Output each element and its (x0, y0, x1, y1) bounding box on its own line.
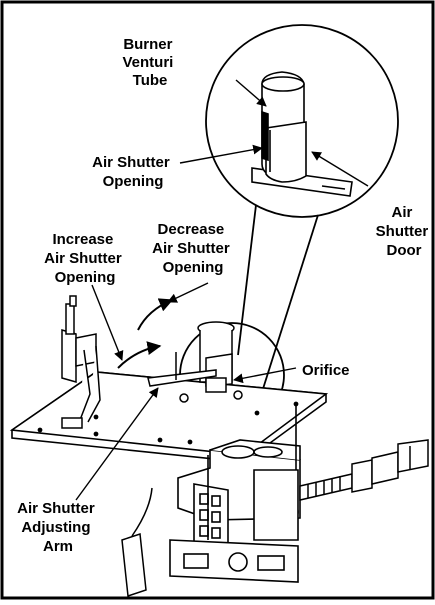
burner-tube (147, 321, 243, 403)
direction-arrows (117, 298, 174, 369)
label-increase-air-shutter-opening: Increase Air Shutter Opening (44, 231, 126, 286)
detail-venturi-tube (251, 71, 353, 197)
gas-valve (169, 405, 301, 583)
label-burner-venturi-tube: Burner Venturi Tube (122, 36, 177, 89)
wire-tag (121, 487, 153, 598)
label-air-shutter-adjusting-arm: Air Shutter Adjusting Arm (17, 500, 99, 555)
gas-line-fitting (299, 439, 429, 501)
label-orifice: Orifice (302, 362, 350, 379)
leader-lines (75, 79, 369, 501)
pilot-assembly (61, 295, 101, 429)
label-decrease-air-shutter-opening: Decrease Air Shutter Opening (152, 221, 234, 276)
label-air-shutter-opening: Air Shutter Opening (92, 154, 174, 190)
label-air-shutter-door: Air Shutter Door (376, 204, 433, 259)
